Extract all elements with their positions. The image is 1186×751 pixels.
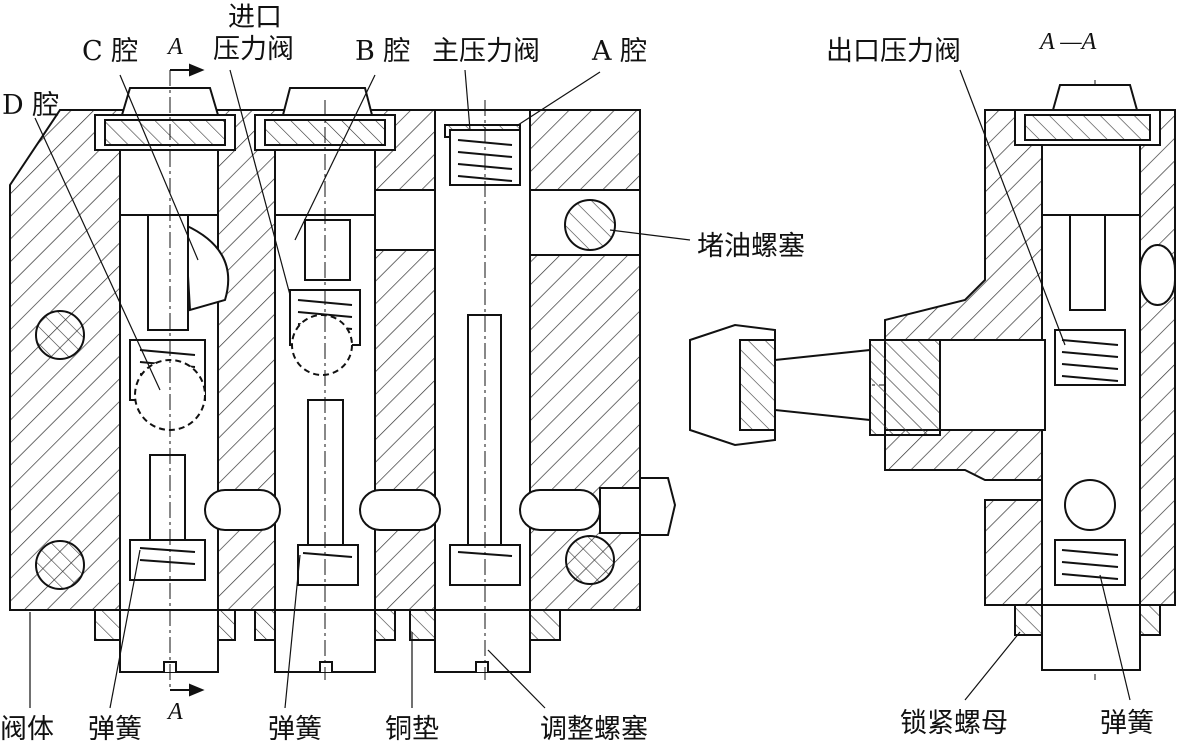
label-inlet-valve-line2: 压力阀	[213, 34, 294, 65]
label-c-chamber: C 腔	[82, 36, 139, 67]
section-arrows	[170, 63, 205, 697]
label-lock-nut: 锁紧螺母	[900, 708, 1008, 739]
label-d-chamber: D 腔	[2, 90, 60, 121]
label-valve-body: 阀体	[0, 714, 54, 745]
section-view-title: A —A	[1040, 29, 1097, 55]
side-screw	[599, 477, 677, 536]
label-adjust-plug: 调整螺塞	[540, 714, 648, 745]
bottom-screws	[94, 609, 561, 673]
label-a-chamber: A 腔	[592, 36, 648, 67]
plugs-left	[35, 199, 616, 590]
section-mark-bottom: A	[168, 699, 183, 725]
label-inlet-valve-line1: 进口	[228, 2, 282, 33]
section-mark-top: A	[168, 34, 183, 60]
label-copper-washer: 铜垫	[385, 714, 439, 745]
label-outlet-valve: 出口压力阀	[826, 36, 961, 67]
label-b-chamber: B 腔	[355, 36, 411, 67]
label-oil-plug: 堵油螺塞	[697, 231, 805, 262]
leader-lines	[29, 69, 1131, 709]
label-spring-1: 弹簧	[88, 714, 142, 745]
label-spring-2: 弹簧	[268, 714, 322, 745]
label-main-valve: 主压力阀	[432, 36, 540, 67]
label-spring-3: 弹簧	[1100, 708, 1154, 739]
right-internals	[689, 84, 1161, 671]
